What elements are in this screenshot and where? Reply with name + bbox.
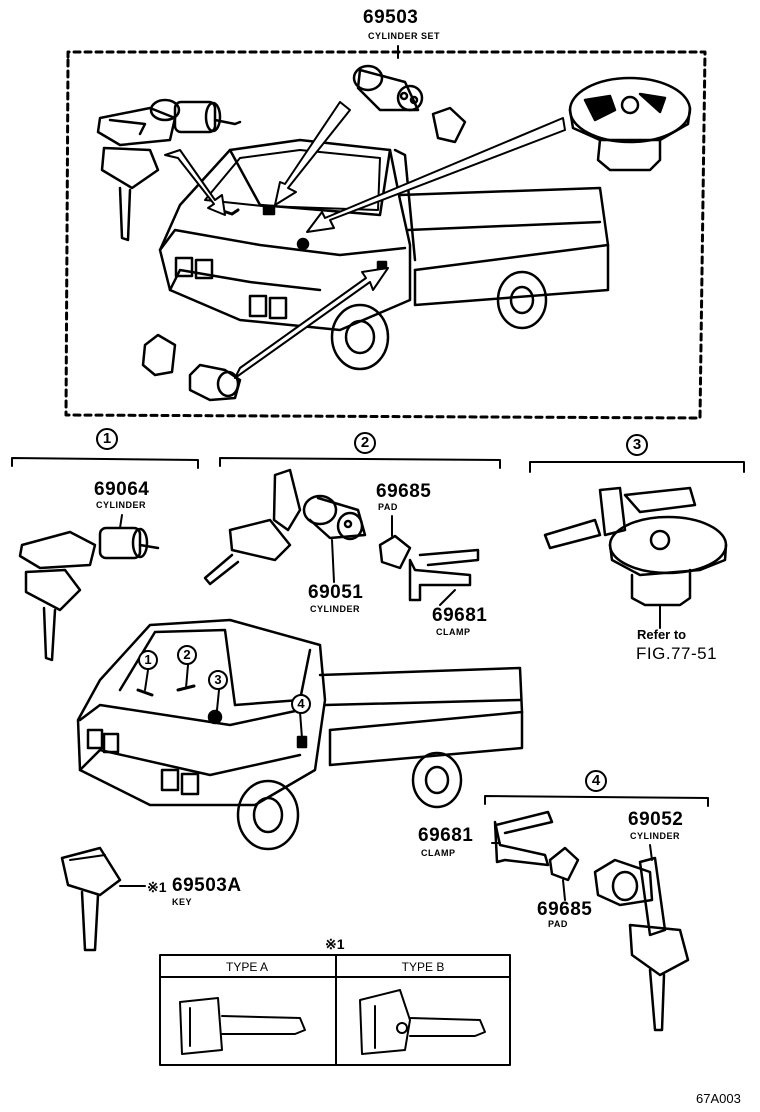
g2-pad-number: 69685 bbox=[376, 481, 432, 502]
bracket-2 bbox=[219, 457, 501, 469]
g4-clamp-number: 69681 bbox=[418, 825, 474, 846]
truck-marker-1: 1 bbox=[138, 650, 158, 670]
key-drawing bbox=[60, 846, 146, 952]
set-part-name: CYLINDER SET bbox=[368, 31, 441, 41]
g2-cylinder-number: 69051 bbox=[308, 582, 364, 603]
top-left-cylinder-assy bbox=[96, 98, 242, 242]
truck-marker-4: 4 bbox=[291, 694, 311, 714]
truck-marker-2: 2 bbox=[177, 645, 197, 665]
bracket-3 bbox=[529, 461, 745, 473]
g2-clamp-name: CLAMP bbox=[436, 627, 471, 637]
key-part-number: 69503A bbox=[172, 875, 242, 896]
g4-cylinder-number: 69052 bbox=[628, 809, 684, 830]
key-type-table bbox=[159, 954, 511, 1066]
table-header-type-b: TYPE B bbox=[401, 960, 445, 974]
g4-pad-name: PAD bbox=[548, 919, 568, 929]
g1-part-number: 69064 bbox=[94, 479, 150, 500]
key-note-mark: ※1 bbox=[147, 879, 167, 895]
g2-pad-name: PAD bbox=[378, 502, 398, 512]
figure-code: 67A003 bbox=[696, 1091, 741, 1106]
middle-truck bbox=[76, 618, 524, 851]
g3-refer-label: Refer to bbox=[637, 627, 687, 642]
cylinder-set-frame bbox=[64, 50, 707, 420]
key-type-b-drawing bbox=[359, 989, 486, 1055]
g2-cylinder-name: CYLINDER bbox=[310, 604, 361, 614]
g2-cylinder-drawing bbox=[203, 468, 480, 606]
g3-figure-reference: FIG.77-51 bbox=[636, 644, 718, 663]
key-part-name: KEY bbox=[172, 897, 193, 907]
g4-cylinder-name: CYLINDER bbox=[630, 831, 681, 841]
table-header-type-a: TYPE A bbox=[225, 960, 269, 974]
g4-pad-number: 69685 bbox=[537, 899, 593, 920]
key-type-a-drawing bbox=[179, 997, 306, 1055]
g1-cylinder-drawing bbox=[18, 514, 160, 662]
section-marker-1: 1 bbox=[96, 428, 118, 450]
table-note-mark: ※1 bbox=[325, 936, 345, 952]
bracket-4 bbox=[484, 795, 709, 807]
g4-clamp-name: CLAMP bbox=[421, 848, 456, 858]
section-marker-3: 3 bbox=[626, 434, 648, 456]
set-part-number: 69503 bbox=[363, 7, 419, 28]
top-bottom-cylinder bbox=[141, 333, 242, 402]
g2-clamp-number: 69681 bbox=[432, 605, 488, 626]
g4-parts-drawing bbox=[491, 810, 690, 1032]
top-mid-cylinder bbox=[352, 64, 467, 144]
truck-marker-3: 3 bbox=[208, 670, 228, 690]
top-arrows bbox=[164, 101, 566, 379]
top-fuel-cap bbox=[568, 76, 692, 172]
g1-part-name: CYLINDER bbox=[96, 500, 147, 510]
top-truck bbox=[158, 138, 610, 371]
section-marker-4: 4 bbox=[585, 770, 607, 792]
g3-fuel-cap-drawing bbox=[543, 486, 728, 629]
bracket-1 bbox=[11, 457, 199, 469]
section-marker-2: 2 bbox=[354, 432, 376, 454]
